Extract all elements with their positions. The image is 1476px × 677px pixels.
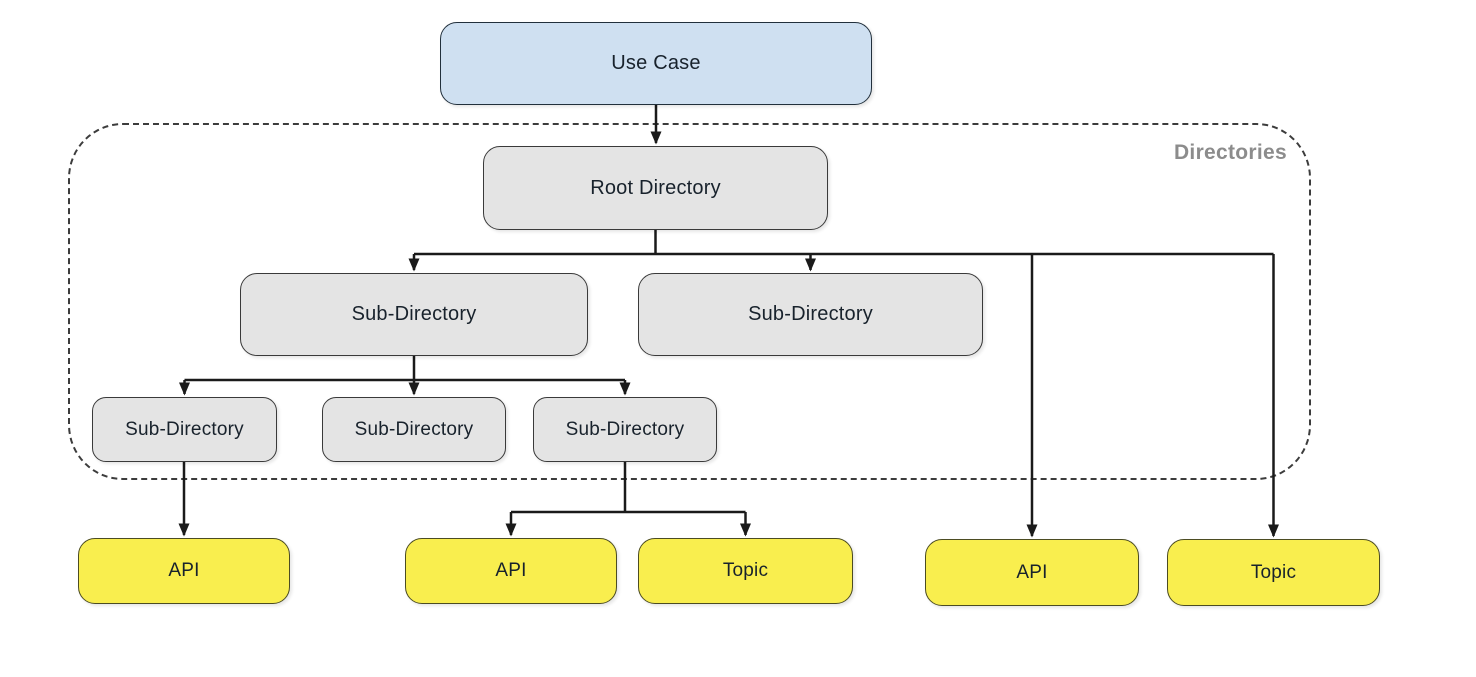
edge-root-rail [414, 230, 1274, 256]
node-sub-directory-2: Sub-Directory [638, 273, 983, 356]
node-api-1: API [78, 538, 290, 604]
node-sub-directory-4: Sub-Directory [322, 397, 506, 462]
edge-sub1-rail [184, 356, 625, 382]
directories-group-container: Directories [68, 123, 1311, 480]
node-sub-directory-5: Sub-Directory [533, 397, 717, 462]
edge-sub5-rail [511, 462, 746, 514]
node-root-directory: Root Directory [483, 146, 828, 230]
node-topic-1: Topic [638, 538, 853, 604]
node-topic-2: Topic [1167, 539, 1380, 606]
node-api-3: API [925, 539, 1139, 606]
node-sub-directory-1: Sub-Directory [240, 273, 588, 356]
directories-group-label: Directories [1173, 141, 1287, 164]
node-api-2: API [405, 538, 617, 604]
node-use-case: Use Case [440, 22, 872, 105]
node-sub-directory-3: Sub-Directory [92, 397, 277, 462]
